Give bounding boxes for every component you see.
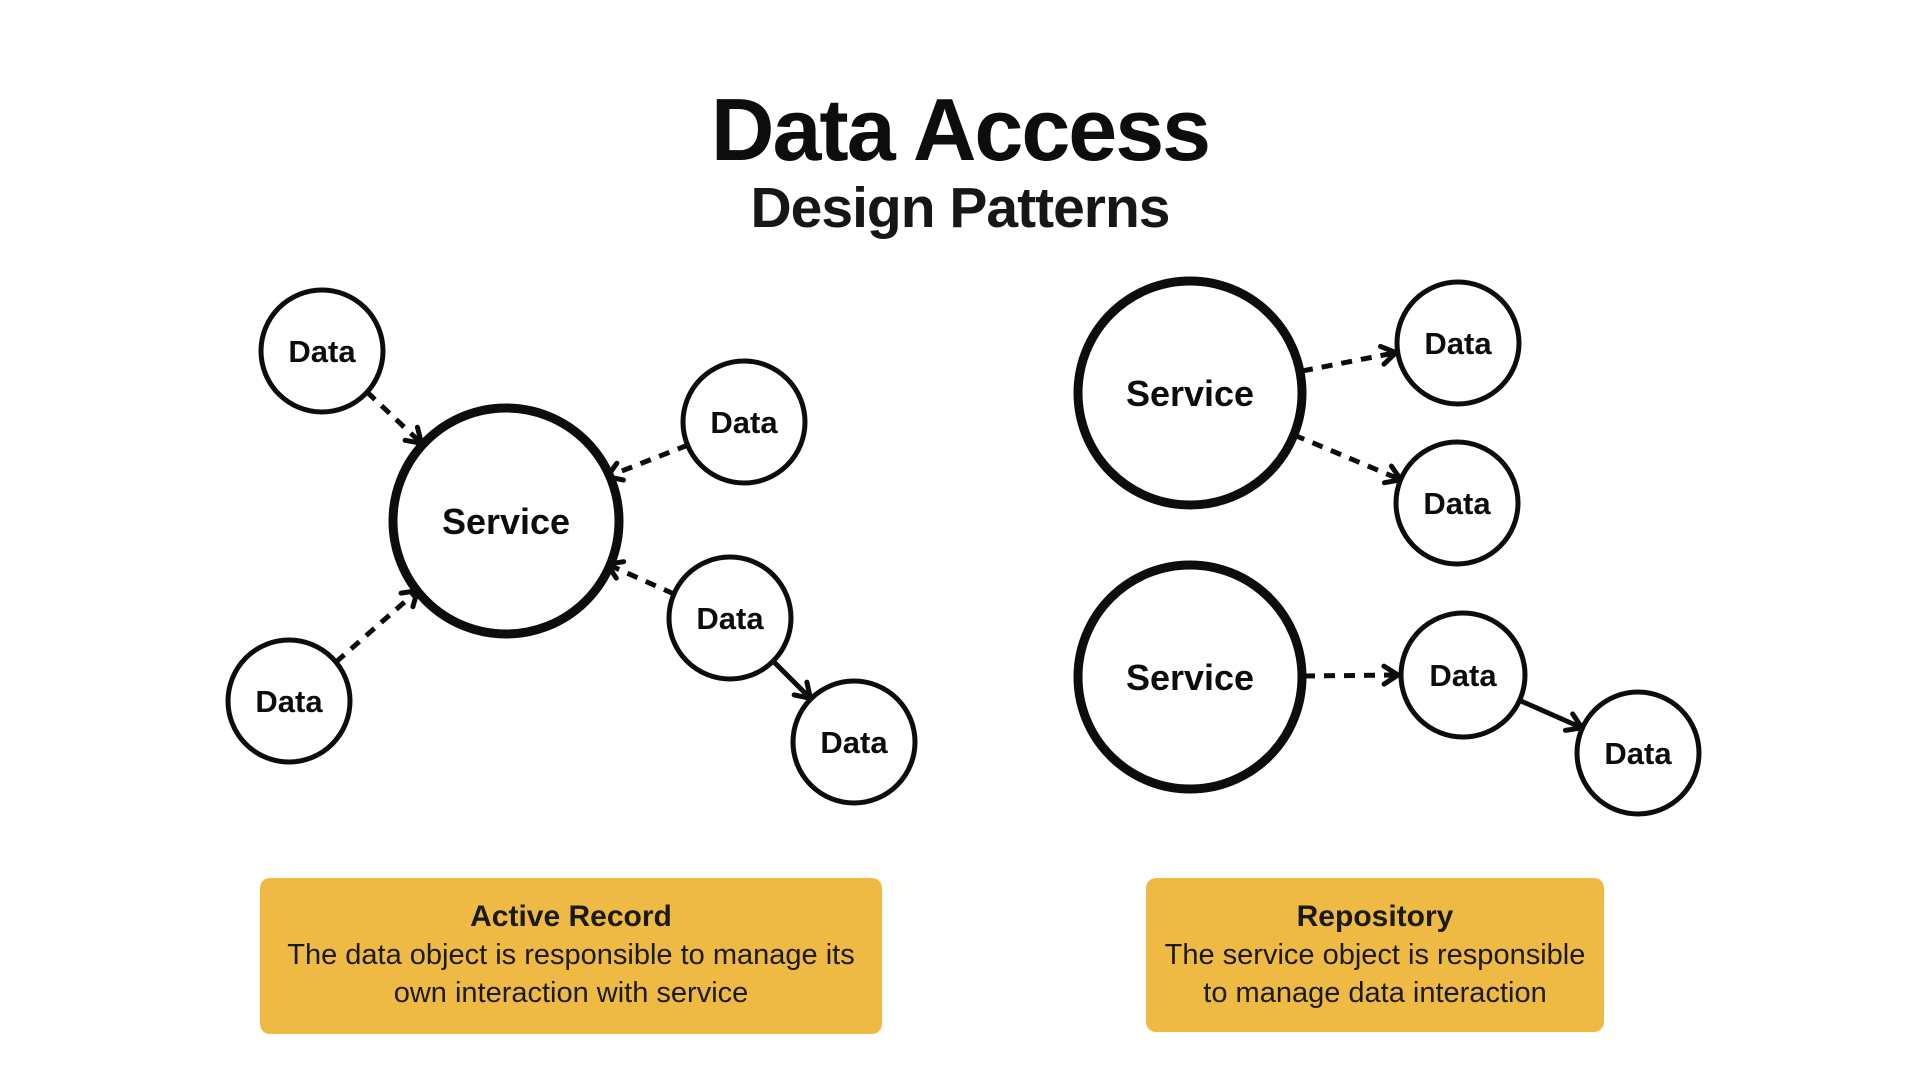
data-node-label: Data [710, 405, 778, 440]
service-node-repository-bottom [1073, 560, 1307, 794]
edge-data-midright-to-service [602, 559, 676, 597]
data-node-upperright [680, 358, 808, 486]
data-node-label: Data [1423, 486, 1491, 521]
data-node-bottomright [790, 678, 918, 806]
service-node-active-record [388, 403, 624, 639]
pattern-card-title: Active Record [470, 900, 672, 933]
data-node-label: Data [255, 684, 323, 719]
edge-data-mid-to-data-right [1519, 698, 1587, 733]
data-node-right-mid [1398, 610, 1528, 740]
data-node-topleft [258, 287, 386, 415]
data-node-right-top [1394, 279, 1522, 407]
data-node-bottomleft [225, 637, 353, 765]
pattern-card-title: Repository [1296, 900, 1454, 933]
service-node-label: Service [442, 501, 570, 542]
pattern-card-active-record: Active Record The data object is respons… [260, 878, 882, 1034]
data-node-label: Data [1429, 658, 1497, 693]
data-node-label: Data [696, 601, 764, 636]
edge-service-to-data-second [1293, 432, 1406, 486]
data-node-right-second [1393, 439, 1521, 567]
edge-service-to-data-top [1301, 343, 1401, 374]
edge-data-bottomleft-to-service [334, 587, 421, 664]
data-node-label: Data [820, 725, 888, 760]
edge-data-midright-to-data-bottomright [771, 659, 814, 702]
data-node-label: Data [288, 334, 356, 369]
pattern-card-description-line: own interaction with service [393, 977, 749, 1009]
data-node-midright [666, 554, 794, 682]
edge-data-topleft-to-service [365, 390, 425, 447]
service-node-repository-top [1073, 276, 1307, 510]
service-node-label: Service [1126, 373, 1254, 414]
data-node-label: Data [1424, 326, 1492, 361]
data-node-label: Data [1604, 736, 1672, 771]
edge-data-upperright-to-service [602, 442, 689, 483]
edge-service-to-data-mid [1303, 663, 1403, 687]
page-title: Data Access [710, 80, 1211, 179]
service-node-label: Service [1126, 657, 1254, 698]
page-subtitle: Design Patterns [750, 176, 1171, 240]
pattern-card-description-line: The service object is responsible [1164, 939, 1586, 971]
data-node-right-end [1574, 689, 1702, 817]
pattern-card-description-line: The data object is responsible to manage… [287, 939, 855, 971]
pattern-card-repository: Repository The service object is respons… [1146, 878, 1604, 1032]
pattern-card-description-line: to manage data interaction [1203, 977, 1547, 1009]
